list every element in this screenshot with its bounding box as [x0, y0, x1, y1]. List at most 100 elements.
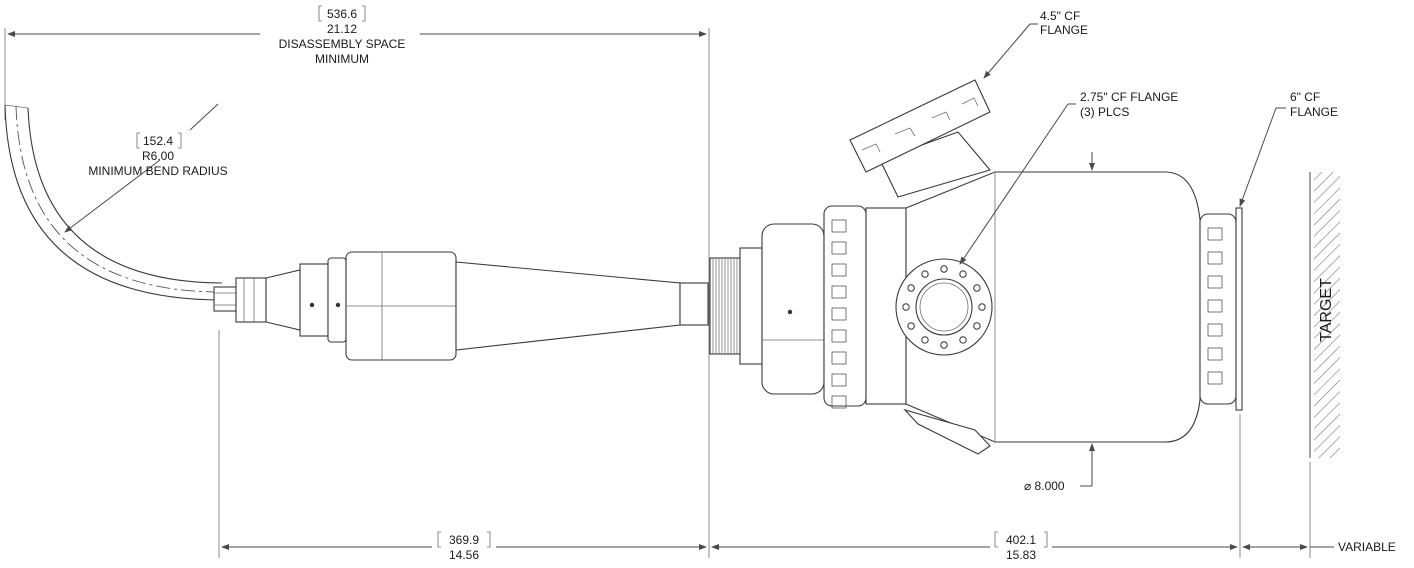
leader	[959, 103, 1069, 265]
callout-flange-45: 4.5" CF FLANGE	[983, 9, 1088, 79]
flange-tooth	[1207, 275, 1223, 289]
nut-tooth	[831, 351, 847, 365]
barrel-tip	[679, 282, 709, 326]
bolt-hole	[921, 336, 929, 344]
left-metric-brackets	[437, 531, 491, 548]
disassembly-label-line2: MINIMUM	[315, 52, 369, 66]
bend-radius-dimension: 152.4 R6.00 MINIMUM BEND RADIUS	[64, 103, 228, 233]
bend-radius-leader-tail	[189, 103, 219, 131]
cable-outer-edge	[4, 104, 223, 301]
nut-tooth	[831, 395, 847, 409]
right-length-metric: 402.1	[1006, 533, 1036, 547]
metric-brackets	[318, 5, 366, 22]
leader	[1239, 107, 1277, 207]
flange-tooth	[1207, 347, 1223, 361]
callout-flange-6: 6" CF FLANGE	[1239, 90, 1338, 207]
connector-assembly	[213, 251, 709, 361]
flange-6-body	[1199, 213, 1237, 405]
cable	[4, 104, 223, 301]
flange-tooth	[1207, 299, 1223, 313]
large-nut	[823, 205, 867, 407]
nut-tooth	[831, 263, 847, 277]
cable-clamp	[213, 286, 237, 312]
adapter-housing	[761, 223, 825, 395]
flange-6-label-line2: FLANGE	[1290, 105, 1338, 119]
bend-radius-imperial-value: R6.00	[142, 149, 174, 163]
nut-tooth	[831, 285, 847, 299]
chamber-body	[905, 171, 1201, 443]
tapered-barrel	[455, 261, 681, 351]
threaded-feedthrough	[709, 205, 907, 409]
callout-flange-275: 2.75" CF FLANGE (3) PLCS	[959, 90, 1178, 265]
flange-tooth	[1207, 371, 1223, 385]
bolt-hole	[959, 336, 967, 344]
set-screw-icon	[787, 309, 793, 315]
flange-275-bolt-holes	[902, 265, 986, 349]
flange-275-label-line2: (3) PLCS	[1080, 105, 1129, 119]
bolt-hole	[973, 284, 981, 292]
flange-tooth	[1207, 227, 1223, 241]
knurled-nut	[235, 277, 267, 323]
diameter-dimension: ⌀ 8.000	[1024, 152, 1095, 493]
disassembly-imperial-value: 21.12	[327, 22, 357, 36]
bend-radius-leader	[64, 159, 161, 233]
bend-radius-metric-value: 152.4	[143, 134, 173, 148]
cable-inner-edge	[27, 107, 223, 284]
leader	[983, 23, 1031, 79]
flange-275-label-line1: 2.75" CF FLANGE	[1080, 90, 1178, 104]
bottom-dimensions: 369.9 14.56 402.1 15.83 VARIABLE	[218, 330, 1396, 562]
bolt-hole	[907, 322, 915, 330]
thread-lines	[712, 258, 738, 354]
target: TARGET	[1309, 172, 1340, 458]
disassembly-label-line1: DISASSEMBLY SPACE	[279, 37, 406, 51]
collar-ring	[299, 263, 329, 337]
flange-275-inner-ring	[919, 282, 969, 332]
nut-tooth	[831, 241, 847, 255]
target-hatch	[1314, 172, 1340, 458]
flange-6	[1199, 207, 1243, 411]
bend-metric-brackets	[136, 132, 182, 149]
nut-tooth	[831, 219, 847, 233]
cable-centerline	[15, 105, 223, 293]
vacuum-chamber	[849, 79, 1201, 455]
disassembly-metric-value: 536.6	[327, 7, 357, 21]
right-length-imperial: 15.83	[1006, 548, 1036, 562]
diameter-value: ⌀ 8.000	[1024, 479, 1065, 493]
set-screw-icon	[335, 302, 341, 308]
bolt-hole	[907, 284, 915, 292]
angled-port-neck	[879, 131, 991, 198]
flange-275-bore	[915, 278, 973, 336]
cable-end-cap	[4, 104, 29, 109]
flange-45-label-line2: FLANGE	[1040, 23, 1088, 37]
bolt-hole	[940, 341, 948, 349]
bottom-port	[903, 408, 991, 455]
nut-teeth	[831, 219, 847, 409]
flange-45-label-line1: 4.5" CF	[1040, 9, 1080, 23]
left-length-metric: 369.9	[449, 533, 479, 547]
nut-tooth	[831, 307, 847, 321]
flange-6-label-line1: 6" CF	[1290, 90, 1320, 104]
bolt-hole	[959, 270, 967, 278]
variable-label: VARIABLE	[1338, 540, 1396, 554]
left-length-imperial: 14.56	[449, 548, 479, 562]
flange-45-body	[849, 79, 991, 173]
taper-collar	[265, 269, 301, 331]
flange-6-face	[1235, 207, 1243, 411]
flange-tooth	[1207, 251, 1223, 265]
flange-45-teeth	[861, 97, 979, 153]
disassembly-dimension: 536.6 21.12 DISASSEMBLY SPACE MINIMUM	[4, 5, 710, 558]
bolt-hole	[921, 270, 929, 278]
nut-tooth	[831, 373, 847, 387]
flange-tooth	[1207, 323, 1223, 337]
nut-tooth	[831, 329, 847, 343]
bolt-hole	[902, 303, 910, 311]
grip-front	[327, 257, 347, 343]
bolt-hole	[973, 322, 981, 330]
bend-radius-label: MINIMUM BEND RADIUS	[88, 164, 227, 178]
mounting-plate	[739, 247, 763, 365]
target-label: TARGET	[1318, 278, 1335, 342]
flange-6-teeth	[1207, 227, 1223, 385]
set-screw-icon	[309, 302, 315, 308]
